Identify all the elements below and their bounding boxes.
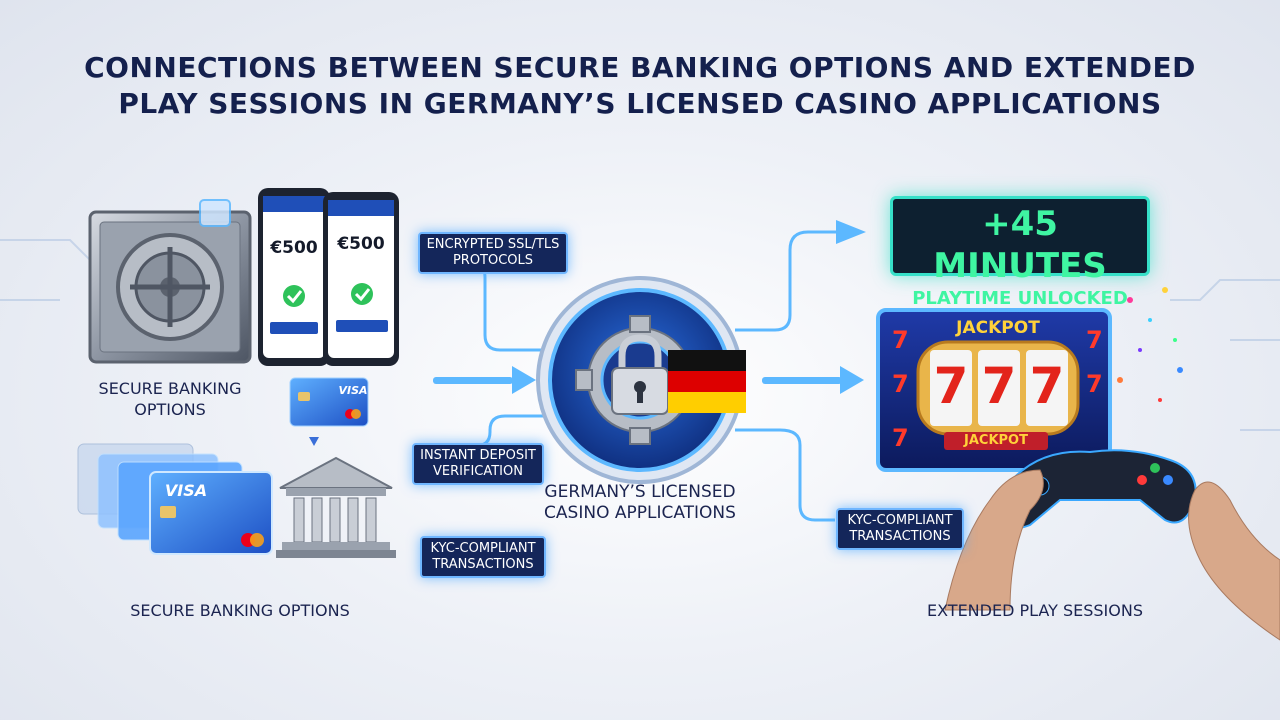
tag-deposit-line-2: VERIFICATION <box>433 464 523 479</box>
svg-text:7: 7 <box>1086 370 1103 398</box>
slot-jackpot-bottom: JACKPOT <box>964 433 1028 448</box>
title-line-1: CONNECTIONS BETWEEN SECURE BANKING OPTIO… <box>84 51 1196 84</box>
center-label: GERMANY’S LICENSED CASINO APPLICATIONS <box>520 482 760 524</box>
tag-ssl-line-1: ENCRYPTED SSL/TLS <box>426 237 560 252</box>
phone-amount-2: €500 <box>337 234 385 254</box>
arrows <box>433 220 866 394</box>
left-bottom-label: SECURE BANKING OPTIONS <box>130 601 350 620</box>
svg-text:7: 7 <box>892 326 909 354</box>
tag-instant-deposit: INSTANT DEPOSIT VERIFICATION <box>412 443 544 485</box>
center-label-line-2: CASINO APPLICATIONS <box>544 503 736 523</box>
banner-line-1: +45 MINUTES <box>933 204 1107 286</box>
tag-ssl-line-2: PROTOCOLS <box>452 253 534 268</box>
german-flag-icon <box>668 350 746 413</box>
hand-right <box>1188 481 1280 641</box>
vault-icon <box>88 199 252 364</box>
title-line-2: PLAY SESSIONS IN GERMANY’S LICENSED CASI… <box>118 87 1162 120</box>
card-brand-large: VISA <box>164 481 208 500</box>
svg-text:7: 7 <box>892 370 909 398</box>
vault-label-line-2: OPTIONS <box>134 400 206 419</box>
reel-1: 7 <box>933 357 969 415</box>
tag-kyc-left-line-2: TRANSACTIONS <box>432 557 534 572</box>
credit-card-icon <box>289 377 369 427</box>
reel-3: 7 <box>1029 357 1065 415</box>
phone-icon-1 <box>258 188 330 366</box>
vault-label: SECURE BANKING OPTIONS <box>70 378 270 420</box>
tag-kyc-right-line-2: TRANSACTIONS <box>849 529 951 544</box>
card-brand-small: VISA <box>338 384 368 397</box>
banner-line-2: PLAYTIME UNLOCKED <box>912 288 1128 309</box>
tag-kyc-right-line-1: KYC-COMPLIANT <box>847 513 953 528</box>
tag-kyc-left-line-1: KYC-COMPLIANT <box>430 541 536 556</box>
tag-kyc-left: KYC-COMPLIANT TRANSACTIONS <box>420 536 546 578</box>
down-arrow-icon <box>309 437 319 446</box>
slot-jackpot-top: JACKPOT <box>956 318 1040 338</box>
center-label-line-1: GERMANY’S LICENSED <box>544 482 736 502</box>
svg-text:7: 7 <box>1086 326 1103 354</box>
phone-amount-1: €500 <box>270 238 318 258</box>
hand-left <box>944 469 1044 611</box>
svg-text:7: 7 <box>892 424 909 452</box>
bank-building-icon <box>276 456 396 558</box>
reel-2: 7 <box>981 357 1017 415</box>
right-bottom-label: EXTENDED PLAY SESSIONS <box>927 601 1143 620</box>
page-title: CONNECTIONS BETWEEN SECURE BANKING OPTIO… <box>60 50 1220 122</box>
vault-label-line-1: SECURE BANKING <box>98 379 242 398</box>
tag-ssl-tls: ENCRYPTED SSL/TLS PROTOCOLS <box>418 232 568 274</box>
tag-deposit-line-1: INSTANT DEPOSIT <box>420 448 536 463</box>
playtime-banner: +45 MINUTES PLAYTIME UNLOCKED <box>890 196 1150 309</box>
confetti-decoration <box>1117 287 1183 402</box>
tag-kyc-right: KYC-COMPLIANT TRANSACTIONS <box>836 508 964 550</box>
slot-machine-icon: 777 77 <box>876 308 1112 472</box>
card-stack-icon <box>77 443 273 555</box>
phone-icon-2 <box>323 192 399 366</box>
